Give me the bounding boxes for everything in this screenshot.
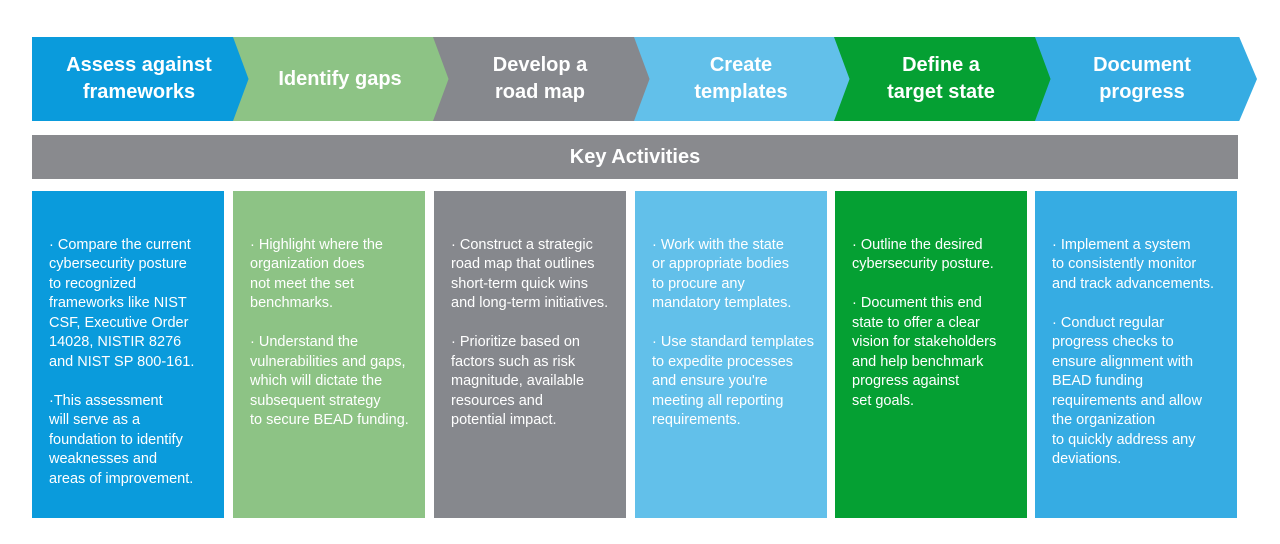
step-roadmap-chevron: Develop a road map [433, 37, 655, 121]
bullet: · Use standard templates to expedite pro… [652, 334, 814, 428]
activities-gaps: · Highlight where the organization does … [233, 191, 425, 518]
bullet: · Highlight where the organization does … [250, 236, 383, 312]
bullet: · Implement a system to consistently mon… [1052, 236, 1215, 292]
bullet: · Document this end state to offer a cle… [852, 295, 997, 409]
key-activities-header: Key Activities [32, 135, 1238, 179]
step-assess-chevron: Assess against frameworks [32, 37, 254, 121]
bullet: · Prioritize based on factors such as ri… [451, 334, 585, 428]
step-target-chevron: Define a target state [834, 37, 1056, 121]
activities-target: · Outline the desired cybersecurity post… [835, 191, 1027, 518]
bullet: · Outline the desired cybersecurity post… [852, 236, 994, 273]
step-templates-chevron: Create templates [634, 37, 856, 121]
bullet: · Construct a strategic road map that ou… [451, 236, 609, 312]
bullet: ·This assessment will serve as a foundat… [49, 392, 194, 487]
bullet: · Compare the current cybersecurity post… [49, 236, 195, 370]
step-gaps-chevron: Identify gaps [233, 37, 455, 121]
activities-templates: · Work with the state or appropriate bod… [635, 191, 827, 518]
activities-assess: · Compare the current cybersecurity post… [32, 191, 224, 518]
bullet: · Work with the state or appropriate bod… [652, 236, 792, 312]
activities-progress: · Implement a system to consistently mon… [1035, 191, 1237, 518]
activities-roadmap: · Construct a strategic road map that ou… [434, 191, 626, 518]
bullet: · Understand the vulnerabilities and gap… [250, 334, 409, 428]
bullet: · Conduct regular progress checks to ens… [1052, 314, 1202, 468]
step-progress-chevron: Document progress [1035, 37, 1257, 121]
